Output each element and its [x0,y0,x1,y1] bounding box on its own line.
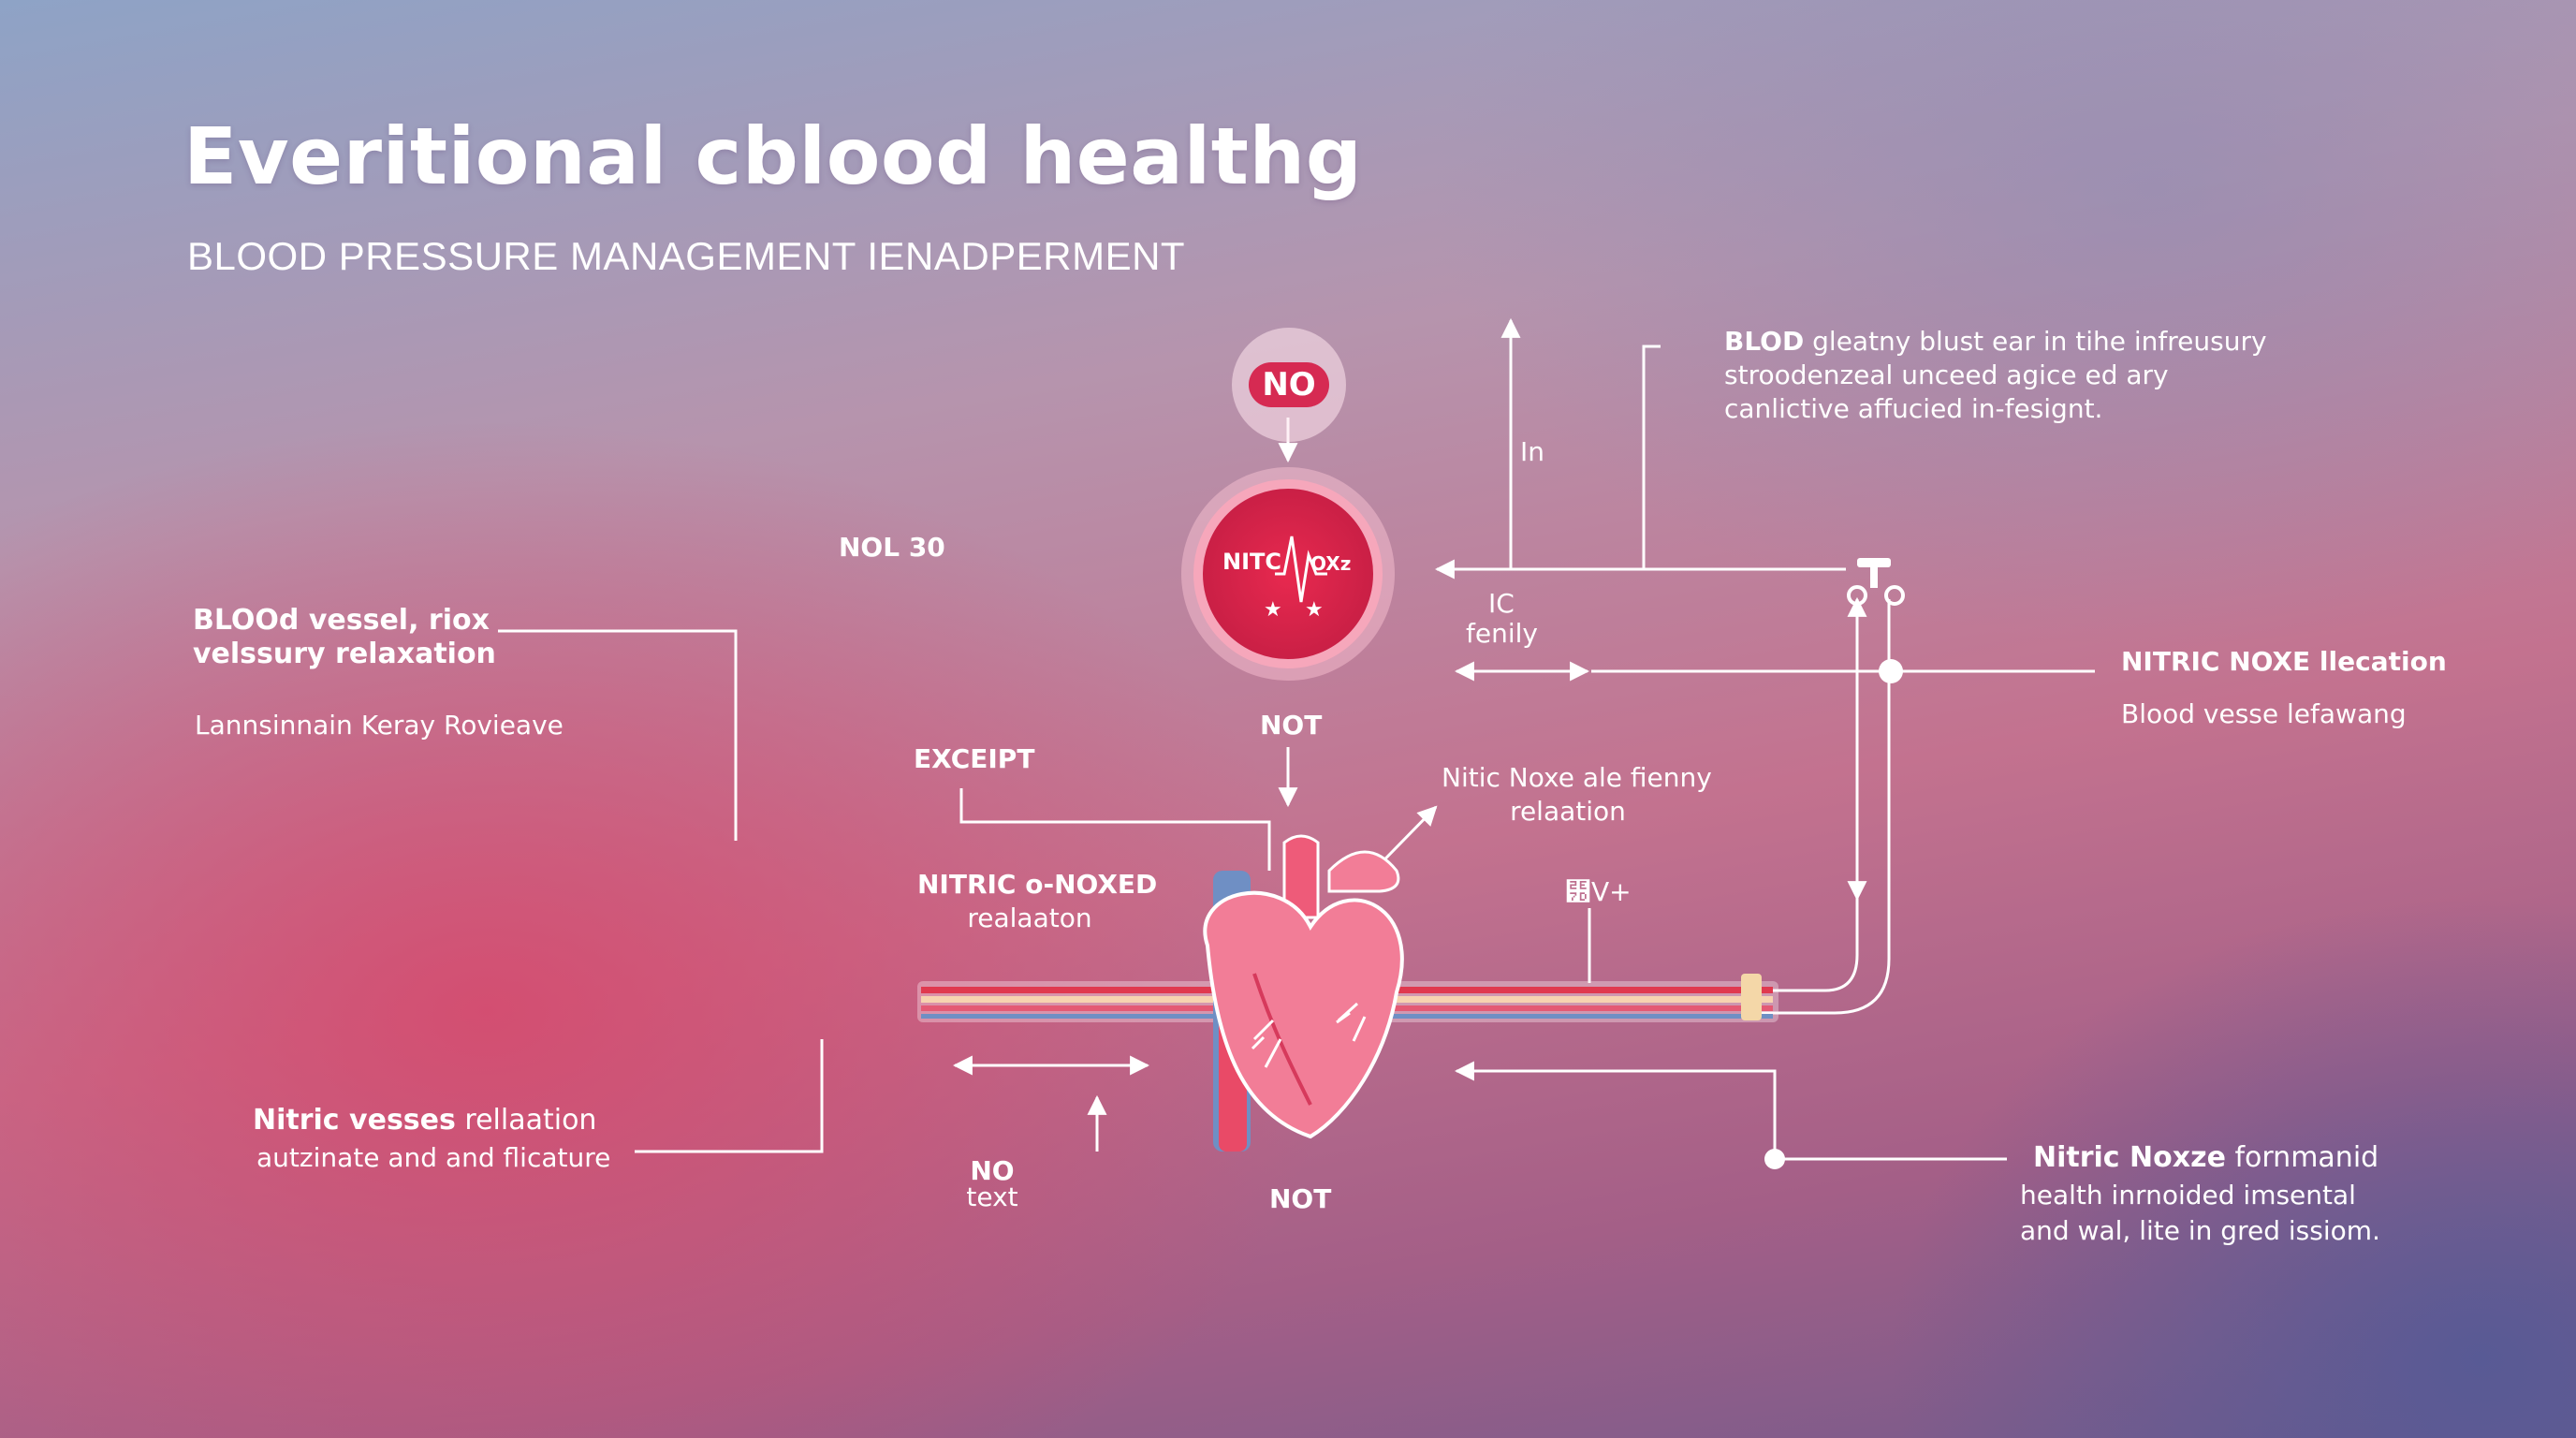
nitric-onoxed-line2: realaaton [967,902,1092,933]
nitic-noxe-line1: Nitic Noxe ale fienny [1442,762,1712,793]
bottom-right-line1: Nitric Noxze fornmanid [2033,1140,2378,1176]
bottom-right-bold: Nitric Noxze [2033,1141,2226,1174]
nitric-vesses-line1: Nitric vesses rellaation [253,1103,596,1138]
not-bottom-label: NOT [1269,1183,1332,1214]
vessel-subtitle: Lannsinnain Keray Rovieave [195,710,564,741]
nitric-onoxed-line1: NITRIC o-NOXED [917,869,1158,900]
not-top-label: NOT [1260,710,1323,741]
top-right-line2: stroodenzeal unceed agice ed ary [1724,360,2169,390]
star-icon: ★ [1305,598,1324,622]
core-label-right: OXz [1310,552,1352,575]
nitric-vesses-rest: rellaation [455,1104,597,1137]
top-right-bold: BLOD [1724,326,1805,357]
left-vessel-connector [498,629,738,841]
ic-label: IC [1488,588,1515,619]
no-badge-label: NO [1249,362,1329,407]
nitric-core-icon: ★ ★ [1181,467,1395,681]
page-subtitle: BLOOD PRESSURE MANAGEMENT IENADPERMENT [187,234,1186,278]
bottom-right-rest: fornmanid [2225,1141,2379,1174]
bottom-right-connector [1454,1061,2007,1161]
in-label: In [1520,436,1545,467]
top-right-rest: gleatny blust ear in tihe infreusury [1804,326,2267,357]
nitric-vesses-line2: autzinate and and flicature [256,1142,611,1173]
junction-dot [1764,1149,1785,1169]
vessel-title-line1: BLOOd vessel, riox [193,604,490,637]
pulse-icon [1275,536,1327,603]
nol30-label: NOL 30 [839,532,945,563]
nitic-noxe-line2: relaation [1510,796,1626,827]
left-bottom-connector [635,1039,824,1153]
page-title: Everitional cblood healthg [183,110,1363,202]
v-plus-symbol: ⹽V+ [1565,876,1632,907]
right-loop-outer [1760,599,1891,1015]
top-right-line3: canlictive affucied in-fesignt. [1724,393,2103,424]
no-text-line2: text [966,1181,1018,1212]
junction-dot [1884,585,1905,606]
except-label: EXCEIPT [914,743,1035,774]
junction-dot [1879,659,1903,683]
clamp-icon [1857,558,1891,588]
bottom-right-line3: and wal, lite in gred issiom. [2020,1215,2380,1246]
top-right-line1: BLOD gleatny blust ear in tihe infreusur… [1724,324,2267,360]
star-icon: ★ [1264,598,1282,622]
heart-icon [1203,834,1404,1152]
nitric-vesses-bold: Nitric vesses [253,1104,456,1137]
no-badge: NO [1232,328,1346,442]
fenily-label: fenily [1466,618,1538,649]
bottom-right-line2: health inrnoided imsental [2020,1180,2356,1211]
core-label-left: NITC [1222,549,1281,575]
vessel-title-line2: velssury relaxation [193,638,496,670]
junction-dot [1847,585,1867,606]
top-right-connector [1642,345,1661,569]
except-connector [959,788,1271,871]
right-mid-title: NITRIC NOXE llecation [2121,646,2447,677]
right-loop-inner [1760,596,1867,992]
right-mid-subtitle: Blood vesse lefawang [2121,698,2407,729]
no-text-line1: NO [970,1155,1015,1186]
